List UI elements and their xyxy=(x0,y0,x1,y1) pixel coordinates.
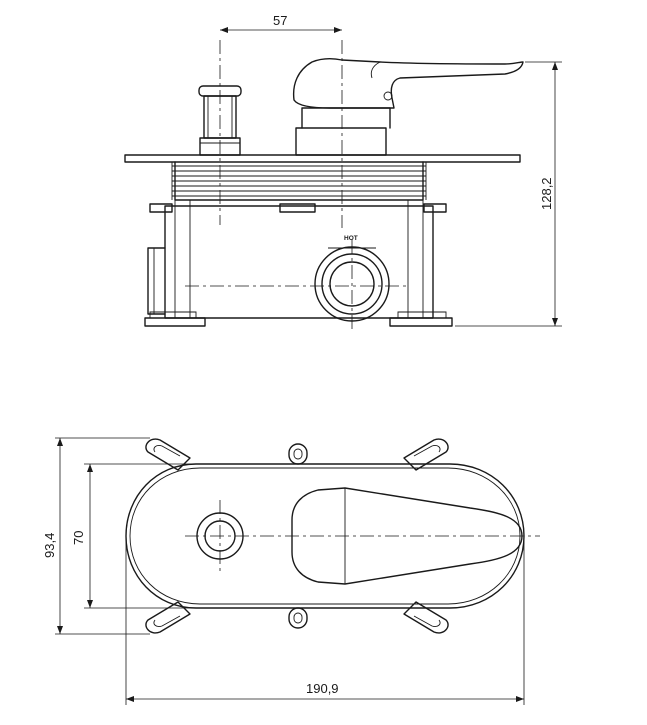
lever-handle xyxy=(292,57,524,156)
extension-ring xyxy=(171,161,427,201)
valve-body xyxy=(144,200,453,327)
dim-plate-height-value: 93,4 xyxy=(42,533,57,558)
cover-plate xyxy=(124,154,521,163)
oval-plate-inner xyxy=(129,467,521,605)
front-view: HOT 57 128,2 xyxy=(124,13,562,330)
dim-total-width: 190,9 xyxy=(125,540,525,705)
hot-label: HOT xyxy=(344,235,358,242)
dim-handle-offset: 57 xyxy=(220,13,342,33)
dim-inner-height: 70 xyxy=(71,463,196,609)
oval-plate xyxy=(125,463,525,609)
top-view: 93,4 70 190,9 xyxy=(42,437,540,705)
dim-handle-offset-value: 57 xyxy=(273,13,287,28)
dim-front-height: 128,2 xyxy=(455,61,562,327)
dim-plate-height: 93,4 xyxy=(42,437,150,635)
dim-total-width-value: 190,9 xyxy=(306,681,339,696)
mounting-lugs xyxy=(145,438,449,634)
dim-inner-height-value: 70 xyxy=(71,531,86,545)
dim-front-height-value: 128,2 xyxy=(539,177,554,210)
